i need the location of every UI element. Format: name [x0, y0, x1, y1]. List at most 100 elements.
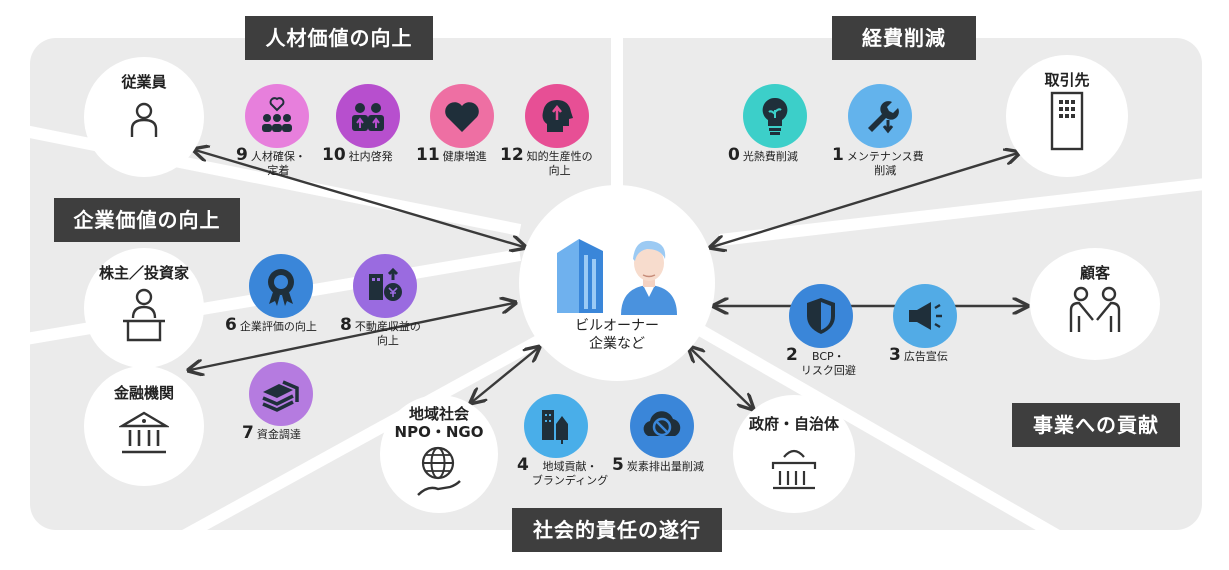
arrow-government — [690, 348, 752, 408]
benefit-11-circle — [430, 84, 494, 148]
benefit-2-label: 2 BCP・リスク回避 — [786, 345, 856, 378]
shareholder-label: 株主／投資家 — [98, 264, 189, 282]
category-cost-reduction: 経費削減 — [832, 16, 976, 60]
benefit-7-circle — [249, 362, 313, 426]
center-label-line1: ビルオーナー — [575, 318, 659, 334]
benefit-0-text: 光熱費削減 — [742, 150, 798, 163]
money-stack-icon — [262, 380, 299, 412]
lightbulb-icon — [762, 97, 788, 135]
arrow-investor-bank — [190, 303, 514, 370]
benefit-1-text: メンテナンス費 — [846, 150, 924, 163]
category-social-responsibility: 社会的責任の遂行 — [512, 508, 722, 552]
community-label-line2: NPO・NGO — [394, 423, 484, 441]
property-yen-icon — [369, 267, 402, 301]
benefit-12-circle — [525, 84, 589, 148]
benefit-9-text-line2: 定着 — [267, 164, 290, 177]
benefit-12-number: 12 — [500, 145, 524, 165]
stakeholder-customer: 顧客 — [1030, 248, 1160, 360]
stakeholder-supplier: 取引先 — [1006, 55, 1128, 177]
benefit-9-number: 9 — [236, 145, 248, 165]
investor-podium-icon — [123, 288, 165, 342]
people-heart-icon — [262, 97, 292, 132]
benefit-7-text: 資金調達 — [256, 428, 301, 441]
bank-building-icon — [119, 411, 169, 454]
stakeholder-employee: 従業員 — [84, 57, 204, 177]
benefit-3-text: 広告宣伝 — [903, 350, 948, 363]
relation-arrows — [190, 150, 1026, 408]
shield-icon — [807, 298, 835, 334]
benefit-11-text: 健康増進 — [442, 150, 487, 163]
category-talent-value: 人材価値の向上 — [245, 16, 433, 60]
government-label: 政府・自治体 — [748, 415, 839, 433]
megaphone-icon — [909, 302, 942, 330]
office-building-icon — [1050, 91, 1084, 151]
stakeholder-government: 政府・自治体 — [733, 395, 855, 513]
two-people-icon — [1069, 286, 1121, 332]
owner-illustration — [557, 239, 677, 315]
supplier-label: 取引先 — [1044, 71, 1090, 89]
benefit-10-text: 社内啓発 — [348, 150, 393, 163]
benefit-0-number: 0 — [728, 145, 740, 165]
benefit-12-text-line2: 向上 — [548, 164, 571, 177]
benefit-7-number: 7 — [242, 423, 254, 443]
benefit-4-text-line2: ブランディング — [531, 474, 609, 487]
benefit-5-text: 炭素排出量削減 — [626, 460, 704, 473]
benefit-6-text: 企業評価の向上 — [239, 320, 317, 333]
benefit-10-circle — [336, 84, 400, 148]
benefit-2-text-line2: リスク回避 — [800, 364, 856, 377]
benefit-6-number: 6 — [225, 315, 237, 335]
stakeholder-bank: 金融機関 — [84, 366, 204, 486]
category-corporate-value: 企業価値の向上 — [54, 198, 240, 242]
town-icon — [542, 410, 568, 444]
wrench-icon — [868, 101, 899, 134]
benefit-8-circle — [353, 254, 417, 318]
community-label-line1: 地域社会 — [408, 405, 469, 423]
benefit-12-text: 知的生産性の — [526, 150, 593, 163]
benefit-3-circle — [893, 284, 957, 348]
category-business-contribution: 事業への貢献 — [1012, 403, 1180, 447]
building-icon — [557, 239, 603, 313]
person-icon — [130, 102, 158, 137]
globe-hand-icon — [417, 446, 461, 496]
center-building-owner: ビルオーナー 企業など — [519, 185, 715, 381]
benefit-3-number: 3 — [889, 345, 901, 365]
benefit-8-text-line2: 向上 — [376, 334, 399, 347]
benefit-1-circle — [848, 84, 912, 148]
benefit-8-text: 不動産収益の — [354, 320, 421, 333]
benefit-2-number: 2 — [786, 345, 798, 365]
head-arrow-icon — [542, 100, 573, 132]
benefit-1-number: 1 — [832, 145, 844, 165]
benefit-10-number: 10 — [322, 145, 346, 165]
arrow-employee — [195, 150, 524, 247]
benefit-6-circle — [249, 254, 313, 318]
no-co2-icon — [643, 411, 681, 437]
benefit-1-text-line2: 削減 — [874, 164, 897, 177]
bank-label: 金融機関 — [113, 384, 174, 402]
benefit-9-text: 人材確保・ — [250, 150, 306, 163]
person-icon — [621, 240, 677, 315]
benefit-4-text: 地域貢献・ — [542, 460, 598, 473]
benefit-2-text: BCP・ — [812, 350, 845, 363]
customer-label: 顧客 — [1079, 264, 1110, 282]
benefit-8-number: 8 — [340, 315, 352, 335]
benefit-2-circle — [789, 284, 853, 348]
people-up-icon — [352, 103, 384, 131]
arrow-community — [472, 348, 538, 402]
employee-label: 従業員 — [121, 73, 167, 91]
benefit-5-number: 5 — [612, 455, 624, 475]
government-building-icon — [771, 449, 817, 490]
award-icon — [268, 269, 294, 306]
stakeholder-shareholder: 株主／投資家 — [84, 248, 204, 368]
benefit-4-number: 4 — [517, 455, 529, 475]
